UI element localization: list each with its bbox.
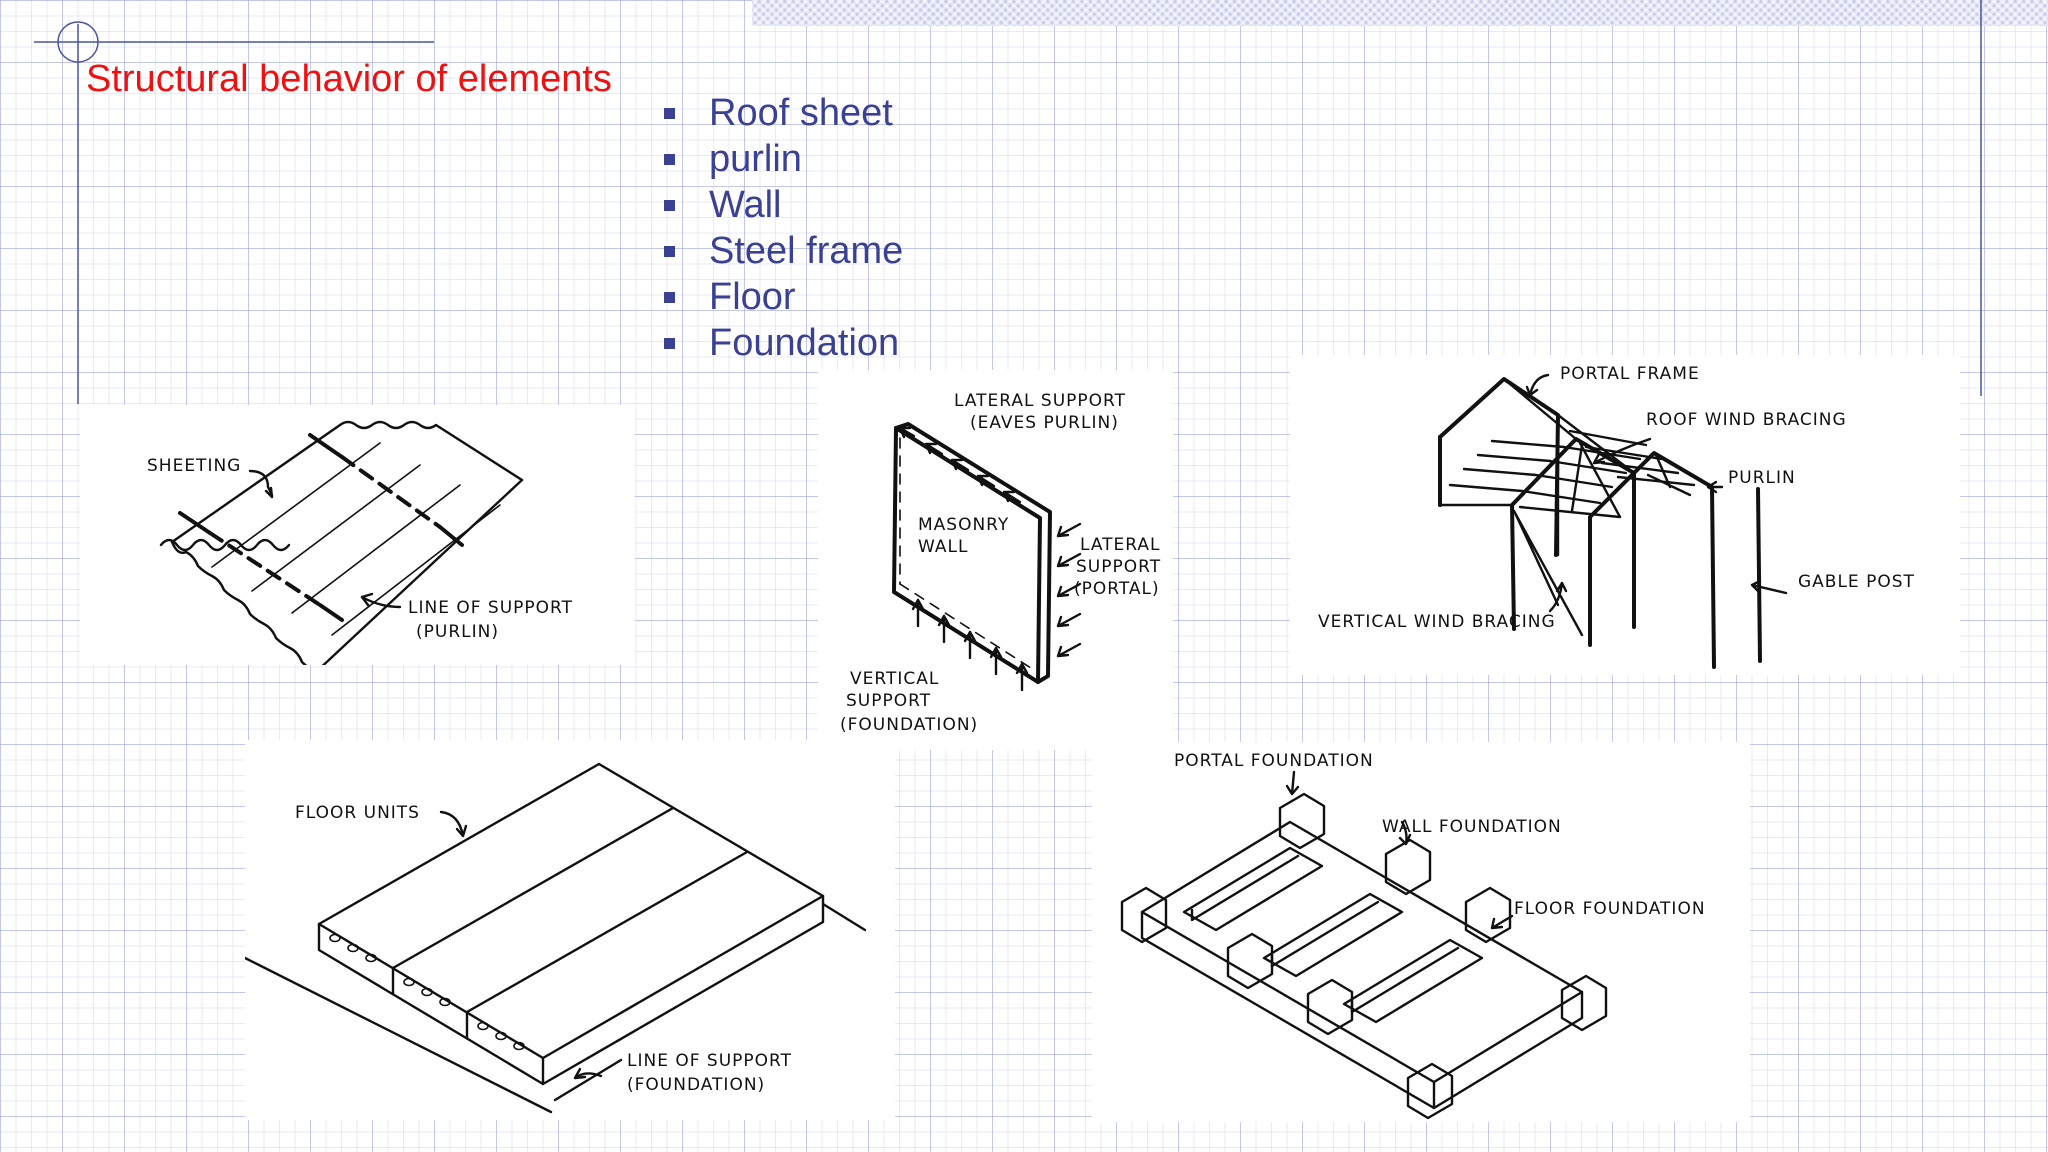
support-side-label: SUPPORT bbox=[1076, 557, 1161, 577]
support-line-label: LINE OF SUPPORT bbox=[627, 1051, 792, 1071]
foundation-drawing: PORTAL FOUNDATION WALL FOUNDATION FLOOR … bbox=[1120, 751, 1706, 1120]
roof-sheeting-drawing: SHEETING LINE OF SUPPORT (PURLIN) bbox=[147, 420, 573, 665]
floor-units-drawing: FLOOR UNITS LINE OF SUPPORT (FOUNDATION) bbox=[245, 762, 867, 1114]
vertical-support-label: SUPPORT bbox=[846, 691, 931, 711]
list-item: Roof sheet bbox=[662, 90, 903, 136]
list-item-label: Steel frame bbox=[709, 229, 904, 272]
title-decoration bbox=[34, 0, 1982, 404]
portal-foundation-label: PORTAL FOUNDATION bbox=[1174, 751, 1374, 771]
list-item-label: Wall bbox=[709, 183, 782, 226]
purlin-label: PURLIN bbox=[1728, 468, 1796, 488]
square-bullet-icon bbox=[664, 291, 675, 303]
square-bullet-icon bbox=[664, 337, 675, 349]
portal-frame-label: PORTAL FRAME bbox=[1560, 364, 1700, 384]
list-item: Steel frame bbox=[662, 228, 903, 274]
wall-label: WALL bbox=[918, 537, 968, 557]
foundation-figure: PORTAL FOUNDATION WALL FOUNDATION FLOOR … bbox=[1092, 742, 1750, 1122]
element-list: Roof sheet purlin Wall Steel frame Floor… bbox=[662, 90, 903, 366]
floor-units-label: FLOOR UNITS bbox=[295, 803, 420, 823]
square-bullet-icon bbox=[664, 199, 675, 211]
slide-title: Structural behavior of elements bbox=[86, 58, 612, 100]
steel-frame-drawing: PORTAL FRAME ROOF WIND BRACING PURLIN GA… bbox=[1318, 364, 1915, 669]
roof-sheeting-figure: SHEETING LINE OF SUPPORT (PURLIN) bbox=[80, 405, 635, 665]
steel-frame-figure: PORTAL FRAME ROOF WIND BRACING PURLIN GA… bbox=[1290, 355, 1960, 675]
portal-label: (PORTAL) bbox=[1074, 579, 1160, 599]
header-pattern-band bbox=[752, 0, 2048, 26]
list-item: Foundation bbox=[662, 320, 903, 366]
floor-units-figure: FLOOR UNITS LINE OF SUPPORT (FOUNDATION) bbox=[245, 740, 895, 1120]
square-bullet-icon bbox=[664, 107, 675, 119]
roof-wind-bracing-label: ROOF WIND BRACING bbox=[1646, 410, 1847, 430]
wall-foundation-label: WALL FOUNDATION bbox=[1382, 817, 1562, 837]
support-purlin-label: (PURLIN) bbox=[416, 622, 499, 642]
masonry-wall-drawing: LATERAL SUPPORT (EAVES PURLIN) MASONRY W… bbox=[840, 391, 1161, 735]
list-item: purlin bbox=[662, 136, 903, 182]
lateral-support-top-label: LATERAL SUPPORT bbox=[954, 391, 1126, 411]
vertical-label: VERTICAL bbox=[850, 669, 939, 689]
floor-foundation-label: FLOOR FOUNDATION bbox=[1514, 899, 1706, 919]
masonry-wall-figure: LATERAL SUPPORT (EAVES PURLIN) MASONRY W… bbox=[818, 370, 1173, 750]
square-bullet-icon bbox=[664, 245, 675, 257]
list-item-label: purlin bbox=[709, 137, 802, 180]
list-item: Wall bbox=[662, 182, 903, 228]
masonry-label: MASONRY bbox=[918, 515, 1009, 535]
support-foundation-label: (FOUNDATION) bbox=[627, 1075, 765, 1095]
lateral-side-label: LATERAL bbox=[1080, 535, 1161, 555]
support-line-label: LINE OF SUPPORT bbox=[408, 598, 573, 618]
list-item-label: Foundation bbox=[709, 321, 900, 364]
eaves-purlin-label: (EAVES PURLIN) bbox=[970, 413, 1119, 433]
list-item: Floor bbox=[662, 274, 903, 320]
list-item-label: Floor bbox=[709, 275, 796, 318]
gable-post-label: GABLE POST bbox=[1798, 572, 1915, 592]
square-bullet-icon bbox=[664, 153, 675, 165]
list-item-label: Roof sheet bbox=[709, 91, 893, 134]
vertical-wind-bracing-label: VERTICAL WIND BRACING bbox=[1318, 612, 1556, 632]
foundation-support-label: (FOUNDATION) bbox=[840, 715, 978, 735]
sheeting-label: SHEETING bbox=[147, 456, 241, 476]
